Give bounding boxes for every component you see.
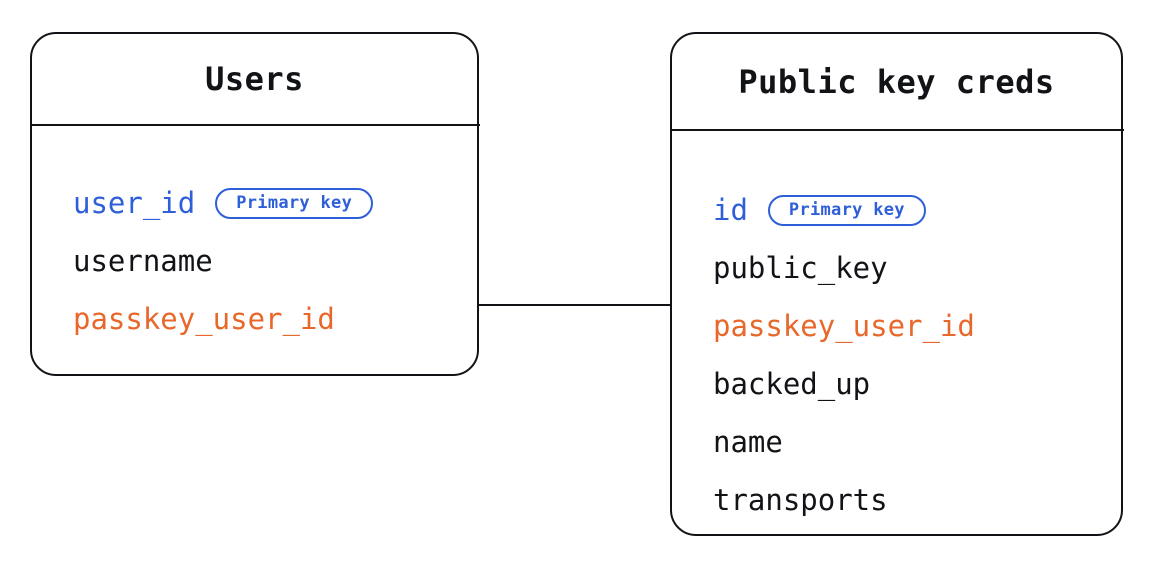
field-name-id: id	[713, 192, 748, 227]
field-row[interactable]: user_id Primary key	[73, 174, 477, 232]
field-row[interactable]: name	[713, 413, 1121, 471]
field-name-passkey-user-id: passkey_user_id	[713, 308, 975, 343]
field-row[interactable]: passkey_user_id	[713, 297, 1121, 355]
field-name-backed-up: backed_up	[713, 366, 871, 401]
field-row[interactable]: passkey_user_id	[73, 290, 477, 348]
field-row[interactable]: transports	[713, 471, 1121, 529]
entity-public-key-creds[interactable]: Public key creds id Primary key public_k…	[669, 32, 1124, 536]
entity-public-key-creds-header-divider	[669, 129, 1124, 131]
field-row[interactable]: id Primary key	[713, 181, 1121, 239]
field-name-name: name	[713, 424, 783, 459]
entity-public-key-creds-title: Public key creds	[738, 62, 1055, 101]
entity-users[interactable]: Users user_id Primary key username passk…	[29, 32, 480, 376]
relationship-connector-line[interactable]	[478, 304, 671, 306]
entity-users-title: Users	[205, 60, 304, 98]
entity-users-header: Users	[32, 34, 477, 124]
field-name-passkey-user-id: passkey_user_id	[73, 301, 335, 336]
field-row[interactable]: username	[73, 232, 477, 290]
entity-public-key-creds-field-list: id Primary key public_key passkey_user_i…	[672, 129, 1121, 529]
field-row[interactable]: backed_up	[713, 355, 1121, 413]
entity-users-field-list: user_id Primary key username passkey_use…	[32, 124, 477, 348]
field-name-username: username	[73, 243, 213, 278]
field-name-transports: transports	[713, 482, 888, 517]
entity-public-key-creds-header: Public key creds	[672, 34, 1121, 129]
entity-users-header-divider	[29, 124, 480, 126]
primary-key-badge: Primary key	[215, 187, 374, 219]
field-name-public-key: public_key	[713, 250, 888, 285]
field-row[interactable]: public_key	[713, 239, 1121, 297]
field-name-user-id: user_id	[73, 185, 196, 220]
primary-key-badge: Primary key	[767, 194, 926, 226]
